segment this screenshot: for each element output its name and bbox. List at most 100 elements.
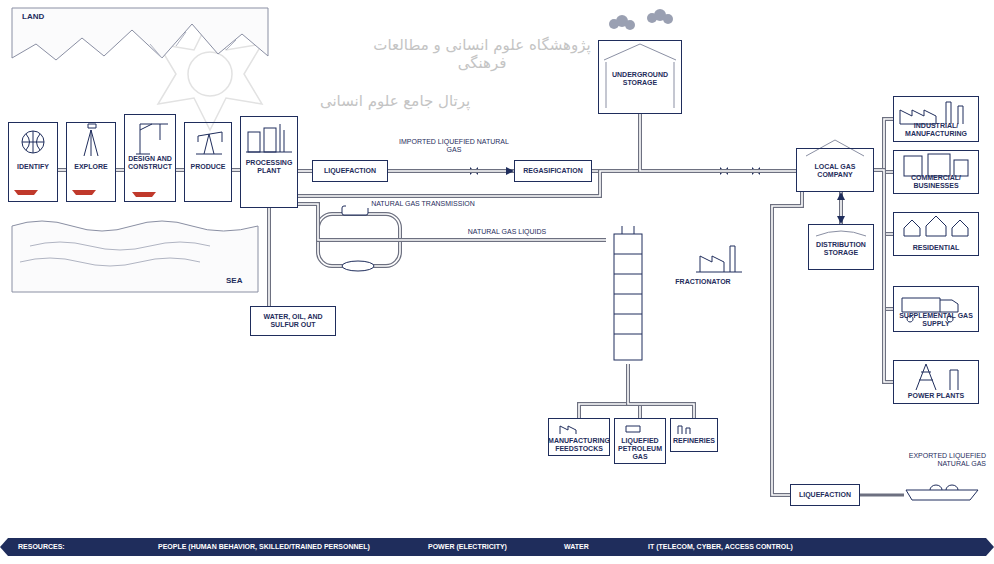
watermark: پرتال جامع علوم انسانی <box>300 92 490 110</box>
distribution-tank <box>816 231 866 236</box>
node-label: SUPPLEMENTAL GAS SUPPLY <box>897 312 975 328</box>
region-label: LAND <box>22 12 62 22</box>
pipe-outer <box>874 170 893 382</box>
chain-icons <box>22 124 292 156</box>
pipe-outer <box>874 119 893 170</box>
pipe-inner <box>298 171 796 196</box>
pipe-inner <box>268 208 270 306</box>
resource-label: WATER <box>564 543 589 551</box>
process-box: DESIGN AND CONSTRUCT <box>124 114 176 202</box>
node-label: DISTRIBUTION STORAGE <box>812 241 870 257</box>
facility-box: LIQUEFACTION <box>312 160 388 182</box>
resource-label: RESOURCES: <box>18 543 65 551</box>
product-box: REFINERIES <box>670 418 718 452</box>
fractionator-unit: FRACTIONATOR <box>606 226 748 364</box>
resource-label: IT (TELECOM, CYBER, ACCESS CONTROL) <box>648 543 793 551</box>
fractionator-tower <box>614 226 742 360</box>
consumer-box: POWER PLANTS <box>893 360 979 404</box>
node-label: LIQUEFACTION <box>324 167 376 175</box>
pipe-inner <box>116 169 124 171</box>
consumer-box: COMMERCIAL/ BUSINESSES <box>893 150 979 194</box>
pipeline-connector <box>841 192 842 224</box>
pipe-outer <box>579 364 628 418</box>
process-box: PROCESSING PLANT <box>240 116 298 208</box>
product-box: MANUFACTURING FEEDSTOCKS <box>548 418 610 456</box>
pipe-inner <box>640 114 796 171</box>
facility-box: LIQUEFACTION <box>790 484 860 506</box>
node-label: WATER, OIL, AND SULFUR OUT <box>255 313 331 329</box>
resources-band: RESOURCES: PEOPLE (HUMAN BEHAVIOR, SKILLE… <box>8 538 986 556</box>
node-label: PRODUCE <box>190 163 225 171</box>
node-label: INDUSTRIAL/ MANUFACTURING <box>897 122 975 138</box>
node-label: MANUFACTURING FEEDSTOCKS <box>548 437 610 453</box>
flow-label: NATURAL GAS TRANSMISSION <box>346 200 500 208</box>
pipeline-connector <box>116 170 124 171</box>
clouds <box>609 9 673 30</box>
node-label: LOCAL GAS COMPANY <box>800 163 870 179</box>
consumer-icons <box>900 102 968 390</box>
pipe-inner <box>579 364 628 418</box>
storage-building <box>604 44 676 108</box>
pipeline-connector <box>298 171 312 172</box>
pipeline-connector <box>298 204 606 240</box>
pipe-outer <box>839 192 843 224</box>
node-label: FRACTIONATOR <box>675 278 730 286</box>
pipeline-connector <box>269 208 270 306</box>
pipeline-connector <box>772 192 802 495</box>
wave-lines <box>20 242 210 266</box>
pipe-inner <box>298 204 606 240</box>
node-label: LIQUEFIED PETROLEUM GAS <box>617 437 663 461</box>
pipe-outer <box>640 114 796 171</box>
pipe-inner <box>232 169 240 171</box>
pipeline-connector <box>874 119 893 170</box>
pipeline-connector <box>628 364 694 418</box>
resource-label: PEOPLE (HUMAN BEHAVIOR, SKILLED/TRAINED … <box>158 543 370 551</box>
pipe-outer <box>58 168 66 172</box>
node-label: DESIGN AND CONSTRUCT <box>127 155 173 171</box>
pipe-inner <box>176 169 184 171</box>
pipe-outer <box>232 168 240 172</box>
pipe-inner <box>874 119 893 170</box>
resource-label: POWER (ELECTRICITY) <box>428 543 507 551</box>
node-label: LIQUEFACTION <box>799 491 851 499</box>
node-label: UNDERGROUND STORAGE <box>603 71 677 87</box>
pipeline-connector <box>640 114 796 171</box>
flow-label: NATURAL GAS LIQUIDS <box>440 228 574 236</box>
pipe-inner <box>840 192 842 224</box>
company-box: LOCAL GAS COMPANY <box>796 148 874 192</box>
pipe-outer <box>298 171 796 196</box>
pipeline-connector <box>298 171 796 196</box>
pipe-outer <box>772 192 802 495</box>
node-label: POWER PLANTS <box>908 392 964 400</box>
pipeline-connector <box>579 364 628 418</box>
node-label: EXPLORE <box>74 163 107 171</box>
pipe-outer <box>298 204 606 240</box>
pipe-outer <box>267 208 271 306</box>
node-label: COMMERCIAL/ BUSINESSES <box>897 174 975 190</box>
facility-box: REGASIFICATION <box>514 160 592 182</box>
node-label: PROCESSING PLANT <box>243 159 295 175</box>
node-label: REGASIFICATION <box>523 167 582 175</box>
pipeline-connector <box>58 170 66 171</box>
consumer-box: INDUSTRIAL/ MANUFACTURING <box>893 96 979 142</box>
band-arrow <box>986 538 994 556</box>
pipeline-connector <box>232 170 240 171</box>
watermark: پژوهشگاه علوم انسانی و مطالعات فرهنگی <box>372 36 592 72</box>
arrow-head <box>841 192 842 224</box>
sea-outline <box>12 221 258 292</box>
process-box: IDENTIFY <box>8 122 58 202</box>
pipeline-connector <box>176 170 184 171</box>
mountain-lines <box>150 32 236 58</box>
pipe-inner <box>772 192 802 495</box>
pipe-inner <box>628 364 694 418</box>
product-box: LIQUEFIED PETROLEUM GAS <box>614 418 666 464</box>
flow-label: EXPORTED LIQUEFIED NATURAL GAS <box>898 452 986 469</box>
pipe-inner <box>58 169 66 171</box>
process-box: EXPLORE <box>66 122 116 202</box>
process-box: PRODUCE <box>184 122 232 202</box>
region-label: SEA <box>226 276 256 286</box>
pipe-outer <box>116 168 124 172</box>
